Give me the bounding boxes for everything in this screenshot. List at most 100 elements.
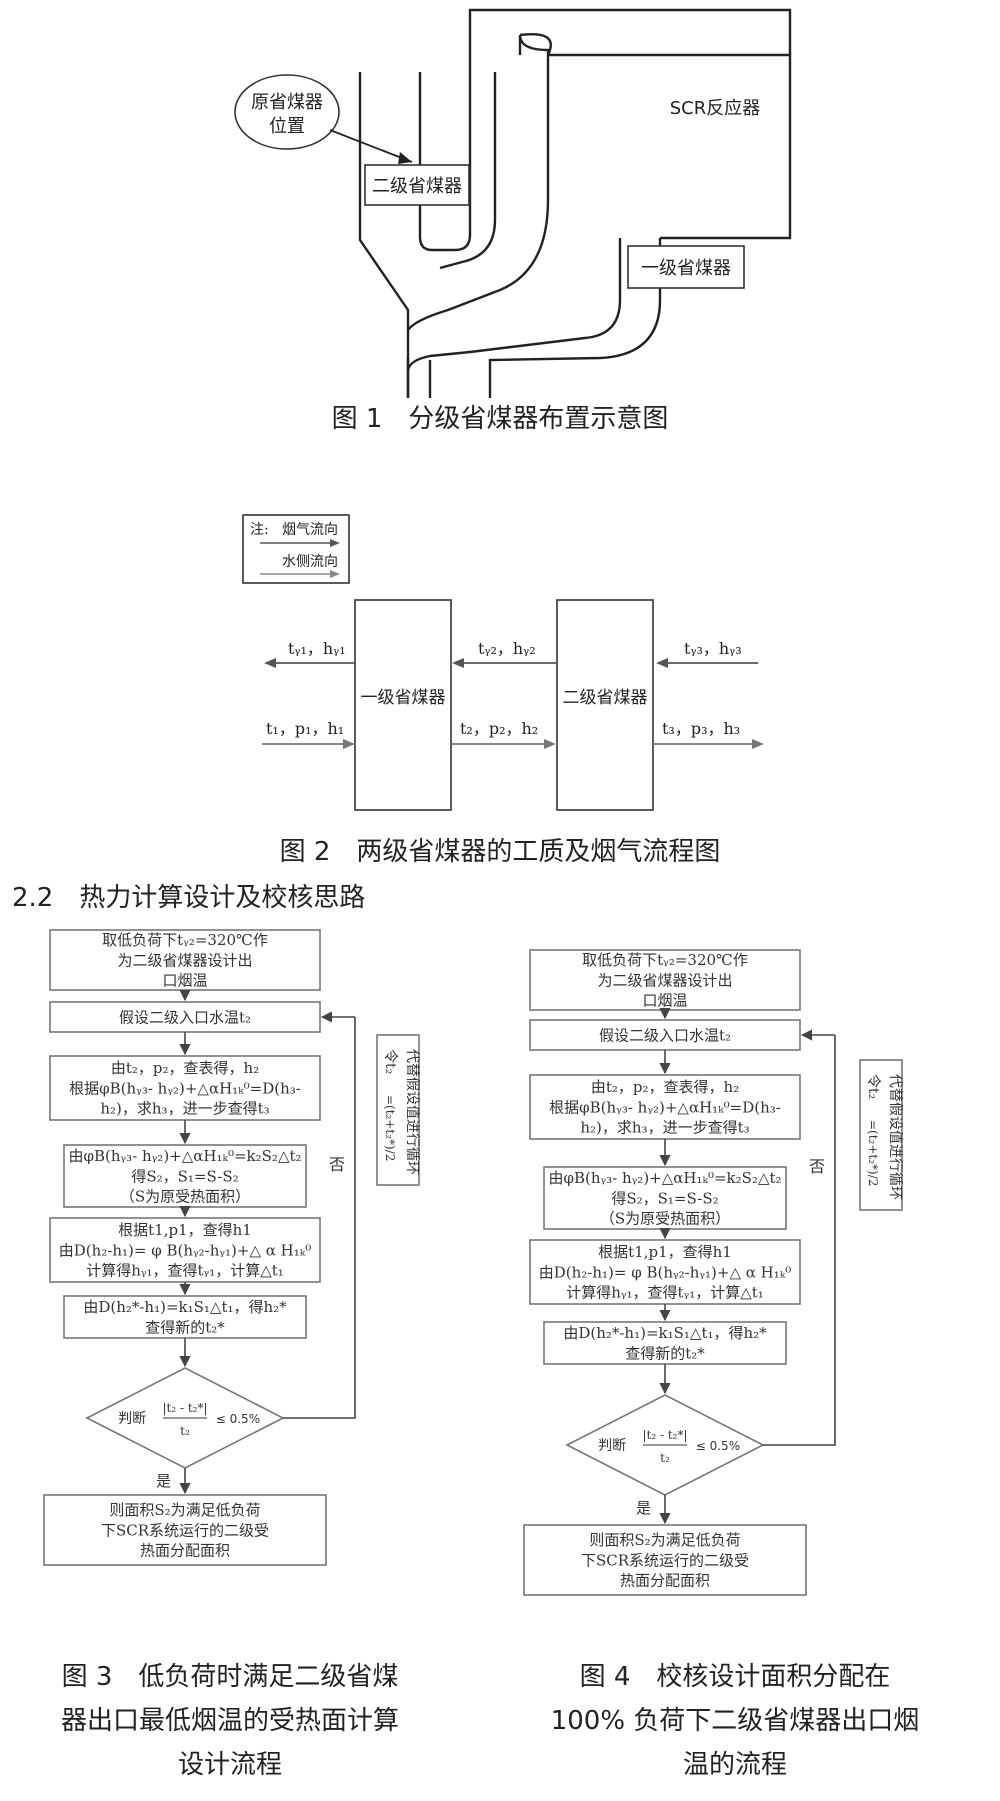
loop-substitution-text: 令t₂ =(t₂+t₂*)/2 代替假设值进行循环 (382, 1049, 420, 1175)
box-result-area-line-2: 下SCR系统运行的二级受 (101, 1521, 269, 1539)
water-mid-label: t₂，p₂，h₂ (460, 719, 538, 738)
caption4-line2: 100% 负荷下二级省煤器出口烟 (550, 1706, 920, 1736)
loop-line (283, 1017, 356, 1419)
figure-1-diagram: 原省煤器 位置 二级省煤器 SCR反应器 一级省煤器 图 1 分级省煤器布置示意… (234, 8, 792, 434)
box-result-area (523, 1524, 807, 1596)
side-prefix: 令t₂ (865, 1074, 881, 1099)
box-assume-inlet-temp-line-1: 假设二级入口水温t₂ (119, 1008, 251, 1026)
second-economizer-label: 二级省煤器 (372, 176, 462, 197)
legend-flue: 烟气流向 (282, 522, 338, 538)
loop-substitution-text: 令t₂ =(t₂+t₂*)/2 代替假设值进行循环 (865, 1074, 903, 1200)
side-prefix: 令t₂ (382, 1049, 398, 1074)
gas-out-arrow-icon (264, 658, 276, 668)
box-compute-h3-line-3: h₂)，求h₃，进一步查得t₃ (100, 1100, 269, 1118)
box-result-area-line-1: 则面积S₂为满足低负荷 (589, 1531, 740, 1549)
box-compute-h3-line-1: 由t₂，p₂，查表得，h₂ (591, 1078, 739, 1096)
box-design-outlet-temp-line-1: 取低负荷下tᵧ₂=320℃作 (102, 931, 268, 949)
gas-out-label: tᵧ₁，hᵧ₁ (288, 639, 346, 658)
caption4-line3: 温的流程 (682, 1750, 787, 1780)
figure-3-caption: 图 3 低负荷时满足二级省煤 器出口最低烟温的受热面计算 设计流程 (0, 1655, 460, 1787)
box-compute-s2-line-3: （S为原受热面积） (600, 1210, 730, 1228)
box-result-area-line-3: 热面分配面积 (620, 1572, 710, 1590)
yes-label: 是 (156, 1472, 171, 1490)
caption3-line1: 图 3 低负荷时满足二级省煤 (61, 1662, 399, 1692)
box-compute-ty1-line-2: 由D(h₂-h₁)= φ B(hᵧ₂-hᵧ₁)+△ α H₁ₖ⁰ (539, 1263, 792, 1281)
ellipse-arrow-icon (398, 152, 412, 164)
box-compute-h3-line-3: h₂)，求h₃，进一步查得t₃ (580, 1119, 749, 1137)
figure-2-caption: 图 2 两级省煤器的工质及烟气流程图 (280, 837, 721, 867)
decision-numerator: |t₂ - t₂*| (642, 1428, 687, 1442)
box-design-outlet-temp-line-2: 为二级省煤器设计出 (117, 951, 252, 969)
box-design-outlet-temp-line-3: 口烟温 (642, 992, 687, 1010)
box-design-outlet-temp-line-2: 为二级省煤器设计出 (597, 971, 732, 989)
first-economizer-label: 一级省煤器 (641, 258, 731, 279)
box-new-t2-line-2: 查得新的t₂* (145, 1318, 225, 1336)
box-compute-ty1 (529, 1239, 801, 1305)
box-compute-s2-line-1: 由φB(hᵧ₃- hᵧ₂)+△αH₁ₖ⁰=k₂S₂△t₂ (68, 1147, 301, 1165)
decision-threshold: ≤ 0.5% (696, 1439, 740, 1453)
decision-denominator: t₂ (180, 1424, 190, 1438)
box-compute-s2-line-3: （S为原受热面积） (120, 1188, 250, 1206)
water-in-arrow-icon (343, 739, 355, 749)
figure-4-caption: 图 4 校核设计面积分配在 100% 负荷下二级省煤器出口烟 温的流程 (500, 1655, 970, 1787)
box-compute-ty1-line-3: 计算得hᵧ₁，查得tᵧ₁，计算△t₁ (566, 1284, 764, 1302)
gas-mid-arrow-icon (452, 658, 464, 668)
scr-reactor-label: SCR反应器 (670, 98, 761, 119)
side-formula: =(t₂+t₂*)/2 (866, 1120, 880, 1186)
box-compute-s2-line-1: 由φB(hᵧ₃- hᵧ₂)+△αH₁ₖ⁰=k₂S₂△t₂ (548, 1169, 781, 1187)
side-text: 代替假设值进行循环 (887, 1074, 903, 1200)
box-compute-h3 (529, 1074, 801, 1140)
box-assume-inlet-temp-line-1: 假设二级入口水温t₂ (599, 1026, 731, 1044)
gas-mid-label: tᵧ₂，hᵧ₂ (478, 639, 536, 658)
box-compute-ty1-line-2: 由D(h₂-h₁)= φ B(hᵧ₂-hᵧ₁)+△ α H₁ₖ⁰ (59, 1241, 312, 1259)
legend-flue-arrow-icon (330, 539, 340, 547)
water-in-label: t₁，p₁，h₁ (266, 719, 344, 738)
box-compute-s2 (543, 1166, 787, 1230)
box-assume-inlet-temp (49, 1001, 321, 1033)
figure-1-caption: 图 1 分级省煤器布置示意图 (332, 404, 669, 434)
box-design-outlet-temp-line-3: 口烟温 (162, 972, 207, 990)
ellipse-label-2: 位置 (269, 116, 305, 137)
side-text: 代替假设值进行循环 (404, 1049, 420, 1175)
water-mid-arrow-icon (544, 739, 556, 749)
caption3-line3: 设计流程 (177, 1750, 282, 1780)
no-label: 否 (809, 1157, 825, 1176)
figure-3-flowchart: 取低负荷下tᵧ₂=320℃作为二级省煤器设计出口烟温假设二级入口水温t₂由t₂，… (43, 929, 420, 1566)
side-formula: =(t₂+t₂*)/2 (383, 1095, 397, 1161)
ellipse-label-1: 原省煤器 (251, 92, 323, 113)
legend-water: 水侧流向 (282, 554, 338, 570)
yes-label: 是 (636, 1499, 651, 1517)
box-result-area (43, 1494, 327, 1566)
loop-substitution-box (859, 1059, 903, 1211)
box1-label: 一级省煤器 (361, 688, 446, 708)
box-result-area-line-2: 下SCR系统运行的二级受 (581, 1551, 749, 1569)
figure-2-diagram: 注: 烟气流向 水侧流向 一级省煤器 二级省煤器 tᵧ₁，hᵧ₁ tᵧ₂，hᵧ₂… (242, 514, 764, 867)
box-compute-h3-line-2: 根据φB(hᵧ₃- hᵧ₂)+△αH₁ₖ⁰=D(h₃- (549, 1098, 781, 1116)
loop-substitution-box (376, 1034, 420, 1186)
section-heading: 2.2 热力计算设计及校核思路 (12, 883, 366, 913)
box-compute-s2-line-2: 得S₂，S₁=S-S₂ (131, 1167, 238, 1185)
box-design-outlet-temp-line-1: 取低负荷下tᵧ₂=320℃作 (582, 951, 748, 969)
legend-note: 注: (250, 522, 269, 538)
water-out-arrow-icon (752, 739, 764, 749)
box-design-outlet-temp (49, 929, 321, 991)
water-out-label: t₃，p₃，h₃ (662, 719, 740, 738)
decision-prefix: 判断 (598, 1438, 626, 1454)
decision-denominator: t₂ (660, 1451, 670, 1465)
box-compute-s2 (63, 1144, 307, 1208)
decision-numerator: |t₂ - t₂*| (162, 1401, 207, 1415)
box-new-t2 (63, 1295, 307, 1339)
caption4-line1: 图 4 校核设计面积分配在 (579, 1662, 891, 1692)
loop-line (763, 1035, 836, 1446)
box-new-t2-line-2: 查得新的t₂* (625, 1344, 705, 1362)
box-compute-ty1-line-1: 根据t1,p1，查得h1 (118, 1221, 252, 1239)
box2-label: 二级省煤器 (563, 688, 648, 708)
legend-water-arrow-icon (330, 570, 340, 578)
box-result-area-line-3: 热面分配面积 (140, 1542, 230, 1560)
box-compute-h3-line-2: 根据φB(hᵧ₃- hᵧ₂)+△αH₁ₖ⁰=D(h₃- (69, 1079, 301, 1097)
box-compute-ty1-line-3: 计算得hᵧ₁，查得tᵧ₁，计算△t₁ (86, 1262, 284, 1280)
box-new-t2-line-1: 由D(h₂*-h₁)=k₁S₁△t₁，得h₂* (563, 1324, 767, 1342)
box-result-area-line-1: 则面积S₂为满足低负荷 (109, 1501, 260, 1519)
